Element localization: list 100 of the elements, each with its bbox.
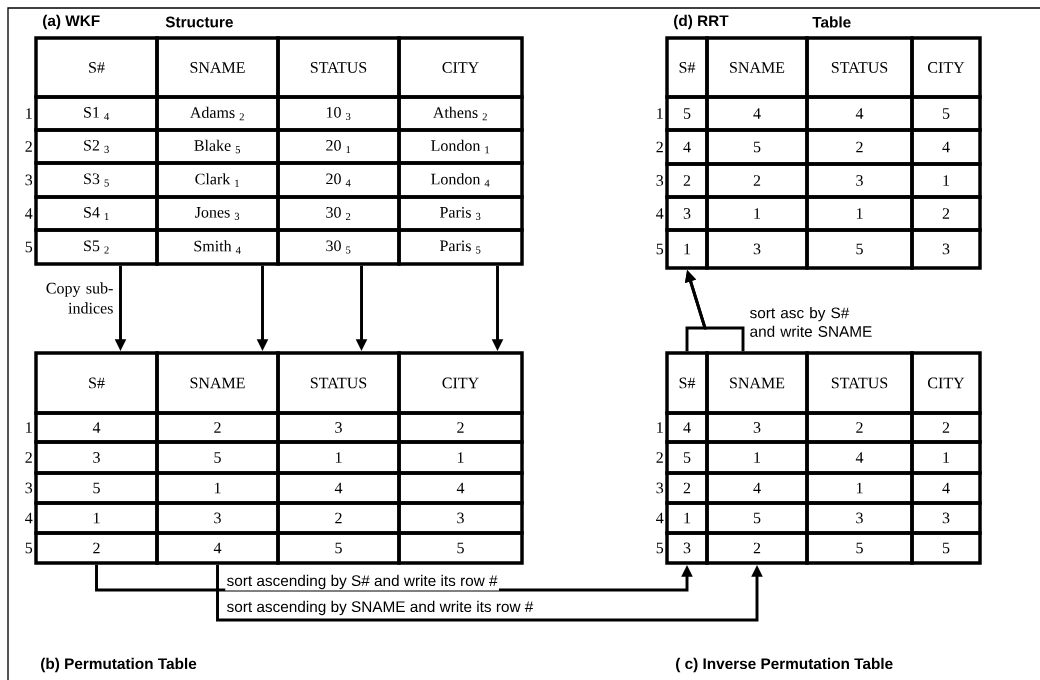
row-number: 4 [656,208,664,219]
row-number: 3 [25,482,33,494]
panel-title: ( c) Inverse Permutation Table [676,657,893,673]
table-cell: 3 [276,411,401,444]
edge-label: Copy sub-indices [40,281,115,315]
table-cell: 3 [397,501,524,535]
column-header: STATUS [805,351,914,415]
table-cell: 5 [665,95,709,132]
table-cell: Blake $_{5}$ [155,128,280,165]
column-header: S# [34,351,159,415]
table-cell: S1 $_{4}$ [34,95,159,132]
table-cell: S3 $_{5}$ [34,161,159,199]
table-cell: 5 [910,531,982,565]
table-cell: 2 [805,411,914,444]
table-cell: 5 [34,471,159,505]
table-cell: 5 [665,440,709,475]
table-cell: 3 [805,501,914,535]
table-cell: 2 [34,531,159,565]
table-cell: 1 [397,440,524,475]
table-cell: 2 [705,162,809,199]
table-cell: 20 $_{1}$ [276,128,401,165]
table-cell: 30 $_{5}$ [276,228,401,266]
table-cell: Clark $_{1}$ [155,161,280,199]
table-cell: London $_{1}$ [397,128,524,165]
column-header: CITY [910,351,982,415]
row-number: 4 [25,208,33,219]
table-cell: Jones $_{3}$ [155,195,280,232]
column-header: STATUS [276,36,401,99]
table-cell: London $_{4}$ [397,161,524,199]
table-cell: 4 [910,128,982,166]
table-cell: 4 [665,128,709,166]
row-number: 4 [656,512,664,524]
row-number: 4 [25,512,33,524]
table-cell: 30 $_{2}$ [276,195,401,232]
panel-title: Structure [165,16,233,28]
row-number: 2 [25,141,32,152]
table-cell: 4 [276,471,401,505]
column-header: SNAME [705,351,809,415]
table-cell: 5 [705,501,809,535]
table-cell: 10 $_{3}$ [276,95,401,132]
row-number: 2 [25,452,32,463]
column-header: S# [665,351,709,415]
table-cell: 3 [705,228,809,270]
row-number: 1 [657,422,663,433]
table-cell: 20 $_{4}$ [276,161,401,199]
table-cell: 3 [910,228,982,270]
table-cell: Paris $_{5}$ [397,228,524,266]
table-cell: 5 [805,531,914,565]
table-cell: 3 [705,411,809,444]
table-cell: S4 $_{1}$ [34,195,159,232]
table-cell: 1 [805,471,914,505]
table-cell: 1 [705,195,809,232]
table-cell: 3 [665,195,709,232]
table-cell: S2 $_{3}$ [34,128,159,165]
row-number: 1 [26,108,32,119]
row-number: 5 [25,241,33,253]
table-cell: 3 [910,501,982,535]
row-number: 2 [656,452,663,463]
table-cell: 2 [276,501,401,535]
table-cell: 1 [276,440,401,475]
table-cell: 4 [397,471,524,505]
table-cell: 1 [34,501,159,535]
row-number: 5 [656,243,664,255]
row-number: 3 [25,174,33,186]
table-cell: 4 [665,411,709,444]
table-cell: 3 [34,440,159,475]
table-cell: 4 [910,471,982,505]
row-number: 1 [26,422,32,433]
table-cell: 1 [910,440,982,475]
table-cell: 2 [910,411,982,444]
table-cell: 1 [910,162,982,199]
row-number: 3 [656,482,664,494]
row-number: 5 [25,542,33,554]
column-header: SNAME [155,36,280,99]
table-cell: 3 [155,501,280,535]
table-cell: 5 [397,531,524,565]
table-cell: 1 [665,501,709,535]
table-cell: 3 [665,531,709,565]
table-cell: 2 [805,128,914,166]
table-cell: 2 [910,195,982,232]
table-cell: Athens $_{2}$ [397,95,524,132]
column-header: CITY [910,36,982,99]
table-cell: 4 [34,411,159,444]
panel-title: (d) RRT [674,14,729,30]
table-cell: Smith $_{4}$ [155,228,280,266]
table-cell: 5 [910,95,982,132]
row-number: 1 [657,108,663,119]
panel-title: Table [812,16,851,28]
column-header: STATUS [805,36,914,99]
row-number: 2 [656,141,663,153]
column-header: S# [34,36,159,99]
edge-label: sort ascending by S# and write its row # [225,573,499,591]
edge-label: sort ascending by SNAME and write its row # [225,599,535,617]
table-cell: 1 [665,228,709,270]
table-cell: 2 [665,162,709,199]
column-header: STATUS [276,351,401,415]
table-cell: 4 [705,95,809,132]
table-cell: 2 [705,531,809,565]
table-cell: 1 [155,471,280,505]
table-cell: 2 [665,471,709,505]
